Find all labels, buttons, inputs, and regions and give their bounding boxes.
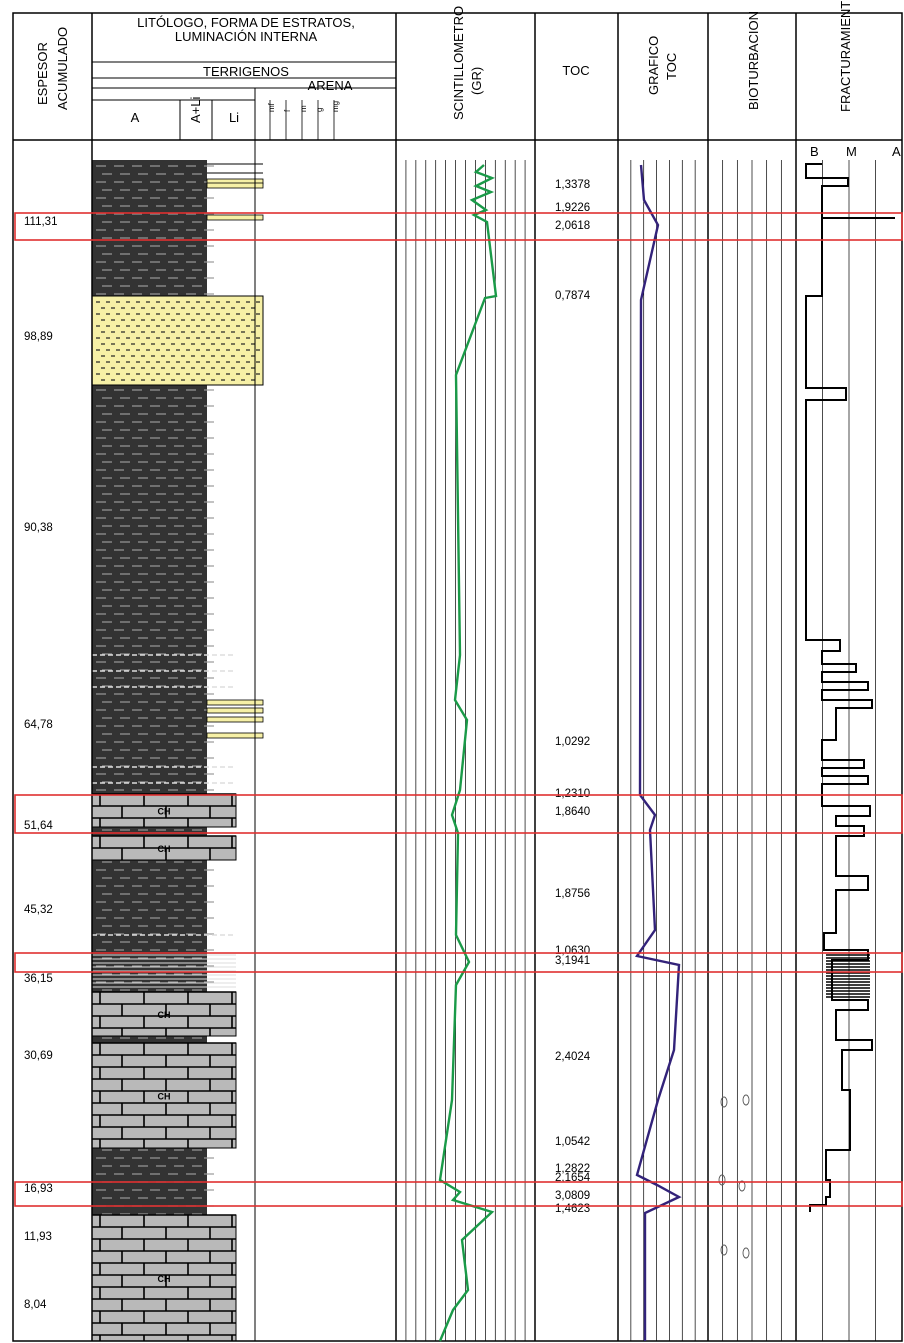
espesor-header-2: ACUMULADO	[55, 27, 70, 110]
fossil-symbols	[718, 1094, 750, 1259]
scintillometer-grid	[405, 160, 526, 1341]
lithology-column: CH CH CH CH CH	[91, 160, 264, 1342]
depth-label: 36,15	[24, 973, 53, 985]
depth-label: 111,31	[24, 216, 57, 228]
toc-chart-grid	[630, 160, 696, 1341]
highlight-box	[14, 952, 903, 973]
grain-label: f	[283, 109, 292, 112]
depth-label: 16,93	[24, 1183, 53, 1195]
fract-scale-b: B	[810, 144, 819, 159]
lith-symbol-ch: CH	[158, 1092, 171, 1102]
bioturbacion-header: BIOTURBACION	[746, 11, 761, 110]
limestone-block	[91, 793, 237, 828]
grafico-toc-header-2: TOC	[664, 53, 679, 80]
depth-label: 64,78	[24, 719, 53, 731]
toc-value: 1,2822	[555, 1163, 590, 1175]
sand-lens	[206, 707, 264, 714]
fossil-icon	[720, 1244, 728, 1256]
depth-label: 8,04	[24, 1299, 47, 1311]
sand-lens	[206, 214, 264, 221]
grain-label: g	[315, 108, 324, 112]
depth-label: 51,64	[24, 820, 53, 832]
toc-value: 1,0542	[555, 1136, 590, 1148]
sand-lens	[206, 182, 264, 189]
toc-value: 0,7874	[555, 290, 591, 302]
highlight-box	[14, 212, 903, 241]
lith-symbol-ch: CH	[158, 844, 171, 854]
lith-col-a: A	[131, 110, 140, 125]
header-labels: ESPESOR ACUMULADO LITÓLOGO, FORMA DE EST…	[35, 0, 901, 159]
toc-value: 2,1654	[555, 1172, 591, 1184]
fract-scale-a: A	[892, 144, 901, 159]
depth-label: 45,32	[24, 904, 53, 916]
toc-value: 1,3378	[555, 179, 590, 191]
terrigenos-header: TERRIGENOS	[203, 64, 289, 79]
scintillometer-header-1: SCINTILLOMETRO	[451, 6, 466, 120]
highlight-box	[14, 1181, 903, 1207]
highlight-box	[14, 794, 903, 834]
fracture-curve	[805, 163, 895, 1212]
fossil-icon	[742, 1247, 750, 1259]
fracturamiento-header: FRACTURAMIENTE	[838, 0, 853, 112]
depth-label: 11,93	[24, 1231, 52, 1243]
toc-value: 1,8640	[555, 806, 590, 818]
grain-label: mf	[267, 102, 276, 112]
fossil-icon	[720, 1096, 728, 1108]
bioturbation-grid	[722, 160, 782, 1341]
scintillometer-curve	[438, 164, 498, 1342]
toc-value: 1,4623	[555, 1203, 590, 1215]
toc-value: 3,0809	[555, 1190, 590, 1202]
grain-label: mg	[331, 101, 340, 112]
fossil-icon	[738, 1180, 746, 1192]
espesor-header-1: ESPESOR	[35, 42, 50, 105]
toc-value: 1,8756	[555, 888, 590, 900]
fract-scale-m: M	[846, 144, 857, 159]
toc-value: 1,0292	[555, 736, 590, 748]
toc-header: TOC	[562, 63, 589, 78]
arena-header: ARENA	[308, 78, 353, 93]
header-dividers	[92, 13, 619, 1341]
fossil-icon	[718, 1174, 726, 1186]
fossil-icon	[742, 1094, 750, 1106]
lith-symbol-ch: CH	[158, 807, 171, 817]
lith-col-li: Li	[229, 110, 239, 125]
table-frame	[12, 12, 903, 1342]
sand-lens	[206, 732, 264, 739]
toc-curve	[634, 164, 682, 1341]
toc-value: 1,9226	[555, 202, 590, 214]
sand-lens	[206, 716, 264, 723]
limestone-block	[91, 1214, 237, 1342]
toc-value: 1,0630	[555, 945, 590, 957]
limestone-block	[91, 1042, 237, 1149]
highlight-boxes	[14, 212, 903, 1207]
depth-labels: 111,31 98,89 90,38 64,78 51,64 45,32 36,…	[24, 216, 57, 1311]
grain-label: m	[299, 105, 308, 112]
sand-lens	[206, 699, 264, 706]
depth-label: 90,38	[24, 522, 53, 534]
toc-value: 2,4024	[555, 1051, 591, 1063]
depth-label: 30,69	[24, 1050, 53, 1062]
lith-symbol-ch: CH	[158, 1274, 171, 1284]
lith-symbol-ch: CH	[158, 1010, 171, 1020]
toc-value: 1,2310	[555, 788, 590, 800]
lith-col-a-li: A+Li	[188, 97, 203, 123]
litologo-header-1: LITÓLOGO, FORMA DE ESTRATOS,	[137, 15, 355, 30]
toc-value: 2,0618	[555, 220, 590, 232]
toc-values: 1,3378 1,9226 2,0618 0,7874 1,0292 1,231…	[555, 179, 591, 1215]
grafico-toc-header-1: GRAFICO	[646, 36, 661, 95]
sand-body	[91, 295, 264, 386]
depth-label: 98,89	[24, 331, 53, 343]
scintillometer-header-2: (GR)	[469, 67, 484, 95]
toc-value: 3,1941	[555, 955, 590, 967]
litologo-header-2: LUMINACIÓN INTERNA	[175, 29, 318, 44]
